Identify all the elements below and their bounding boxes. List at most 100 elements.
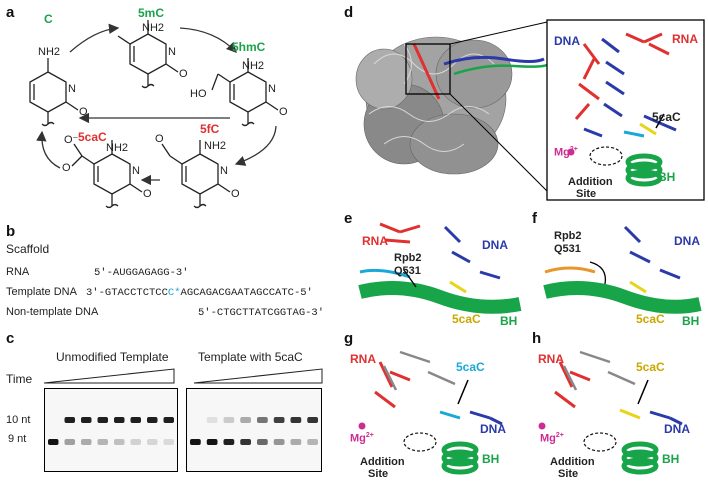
panel-f-label: f bbox=[532, 210, 537, 227]
panel-d-label: d bbox=[344, 4, 354, 21]
gel-band-10nt bbox=[147, 417, 158, 423]
row-rna-seq: 5'-AUGGAGAGG-3' bbox=[94, 267, 189, 279]
band-label-9nt: 9 nt bbox=[8, 433, 27, 445]
atom-n-5hmc: N bbox=[268, 83, 276, 95]
h-mg-label: Mg2+ bbox=[540, 432, 564, 445]
gel-band-10nt bbox=[273, 417, 285, 423]
gel-band-9nt bbox=[81, 439, 92, 445]
row-rna-name: RNA bbox=[6, 266, 30, 278]
time-wedge-left bbox=[44, 368, 175, 384]
gel-band-9nt bbox=[114, 439, 125, 445]
gel-band-10nt bbox=[81, 417, 92, 423]
h-rna-label: RNA bbox=[538, 352, 564, 366]
gel-band-9nt bbox=[223, 439, 235, 445]
gel-band-9nt bbox=[206, 439, 218, 445]
label-5hmc: 5hmC bbox=[232, 40, 266, 54]
f-rpb-line1: Rpb2 bbox=[554, 230, 582, 242]
h-mg-text: Mg bbox=[540, 432, 556, 445]
h-bh-label: BH bbox=[662, 452, 680, 466]
gel-band-9nt bbox=[257, 439, 268, 445]
atom-n-c: N bbox=[68, 83, 76, 95]
g-dna-label: DNA bbox=[480, 422, 506, 436]
addition-site-ellipse bbox=[589, 146, 623, 166]
time-wedge-right bbox=[193, 368, 323, 384]
gel-band-9nt bbox=[163, 439, 174, 445]
g-5cac-label: 5caC bbox=[456, 360, 485, 374]
panel-b-label: b bbox=[6, 223, 16, 240]
f-dna-label: DNA bbox=[674, 234, 700, 248]
g-rna-label: RNA bbox=[350, 352, 376, 366]
mg-ion bbox=[567, 148, 575, 156]
5cac-ring bbox=[93, 153, 131, 195]
zoom-box bbox=[405, 43, 451, 95]
panel-c-label: c bbox=[6, 330, 15, 347]
gel-left-bands bbox=[48, 417, 174, 445]
g-mg-charge: 2+ bbox=[365, 432, 374, 439]
f-bh-label: BH bbox=[682, 314, 700, 328]
atom-o-ald-5fc: O bbox=[155, 133, 164, 145]
atom-o-carb-5cac: O bbox=[62, 162, 71, 174]
gel-band-10nt bbox=[223, 417, 235, 423]
gel-band-10nt bbox=[257, 417, 268, 423]
panel-h-structure bbox=[538, 350, 683, 475]
gel-band-10nt bbox=[97, 417, 108, 423]
gel-band-9nt bbox=[64, 439, 75, 445]
atom-o-5hmc: O bbox=[279, 106, 288, 118]
gel-right-title: Template with 5caC bbox=[198, 350, 303, 364]
f-rpb-line2: Q531 bbox=[554, 243, 581, 255]
atom-n-5mc: N bbox=[168, 46, 176, 58]
d-5cac-label: 5caC bbox=[652, 110, 681, 124]
h-5cac-label: 5caC bbox=[636, 360, 665, 374]
scaffold-title: Scaffold bbox=[6, 242, 50, 256]
gel-left-title: Unmodified Template bbox=[56, 350, 169, 364]
atom-nh2-5mc: NH2 bbox=[142, 22, 165, 34]
panel-e-label: e bbox=[344, 210, 353, 227]
e-rpb-line1: Rpb2 bbox=[394, 252, 422, 264]
arrow-5hmc-to-5fc bbox=[234, 125, 277, 166]
g-bh-label: BH bbox=[482, 452, 500, 466]
row-nontemplate-seq: 5'-CTGCTTATCGGTAG-3' bbox=[198, 307, 325, 319]
panel-a-diagram bbox=[29, 20, 279, 209]
atom-nh2-5cac: NH2 bbox=[106, 142, 129, 154]
g-addition-line2: Site bbox=[368, 468, 389, 480]
panel-d-structure bbox=[355, 19, 705, 201]
gel-band-10nt bbox=[206, 417, 218, 423]
time-wedges bbox=[44, 368, 323, 384]
atom-o-5fc: O bbox=[231, 188, 240, 200]
gel-band-10nt bbox=[240, 417, 251, 423]
d-bh-label: BH bbox=[658, 170, 676, 184]
gel-band-9nt bbox=[307, 439, 318, 445]
template-seq-post: AGCAGACGAATAGCCATC-5' bbox=[180, 287, 313, 299]
gel-band-9nt bbox=[48, 439, 59, 445]
row-template-seq: 3'-GTACCTCTCCC*AGCAGACGAATAGCCATC-5' bbox=[86, 287, 313, 299]
e-dna-label: DNA bbox=[482, 238, 508, 252]
atom-o-5mc: O bbox=[179, 68, 188, 80]
gel-band-9nt bbox=[97, 439, 108, 445]
atom-ominus-5cac: O⁻ bbox=[64, 134, 79, 146]
atom-nh2-5fc: NH2 bbox=[204, 140, 227, 152]
gel-band-10nt bbox=[114, 417, 125, 423]
gel-band-9nt bbox=[130, 439, 141, 445]
label-5cac: 5caC bbox=[78, 130, 107, 144]
gel-band-9nt bbox=[273, 439, 285, 445]
d-dna-label: DNA bbox=[554, 34, 580, 48]
gel-band-10nt bbox=[290, 417, 302, 423]
atom-nh2-5hmc: NH2 bbox=[242, 60, 265, 72]
gel-right bbox=[186, 388, 322, 472]
label-c: C bbox=[44, 12, 53, 26]
gel-band-10nt bbox=[64, 417, 75, 423]
arrow-c-to-5mc bbox=[69, 23, 120, 53]
h-dna-label: DNA bbox=[664, 422, 690, 436]
gel-band-10nt bbox=[307, 417, 318, 423]
c-ring bbox=[29, 71, 67, 113]
h-addition-line1: Addition bbox=[550, 456, 595, 468]
g-addition-line1: Addition bbox=[360, 456, 405, 468]
arrow-5mc-to-5hmc bbox=[179, 27, 237, 53]
gel-band-9nt bbox=[240, 439, 251, 445]
gel-band-9nt bbox=[190, 439, 201, 445]
gel-band-10nt bbox=[130, 417, 141, 423]
d-addition-line1: Addition bbox=[568, 176, 613, 188]
gel-right-bands bbox=[190, 417, 318, 445]
